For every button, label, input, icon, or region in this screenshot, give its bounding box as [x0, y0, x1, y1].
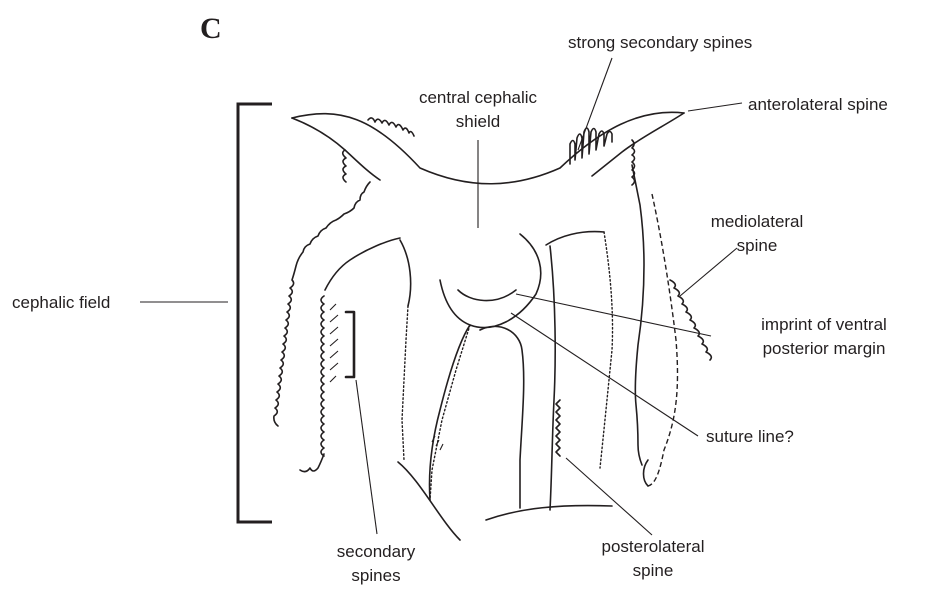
label-mediolateral-spine-line2: spine	[737, 236, 778, 255]
cephalic-field-bracket	[238, 104, 272, 522]
panel-letter: C	[200, 12, 222, 45]
label-anterolateral-spine: anterolateral spine	[748, 95, 888, 114]
label-central-cephalic-shield-line2: shield	[456, 112, 500, 131]
label-secondary-spines-line2: spines	[351, 566, 400, 585]
label-central-cephalic-shield-line1: central cephalic	[419, 88, 538, 107]
label-posterolateral-spine-line1: posterolateral	[601, 537, 704, 556]
label-suture-line: suture line?	[706, 427, 794, 446]
label-secondary-spines-line1: secondary	[337, 542, 416, 561]
label-mediolateral-spine-line1: mediolateral	[711, 212, 804, 231]
label-imprint-line1: imprint of ventral	[761, 315, 887, 334]
leader-lines	[140, 58, 742, 535]
label-strong-secondary-spines: strong secondary spines	[568, 33, 752, 52]
label-posterolateral-spine-line2: spine	[633, 561, 674, 580]
left-lateral-lobe	[274, 182, 411, 472]
label-imprint-line2: posterior margin	[763, 339, 886, 358]
secondary-spines-bracket	[346, 312, 354, 377]
right-lateral-lobe	[546, 165, 711, 510]
label-cephalic-field: cephalic field	[12, 293, 110, 312]
central-shield	[398, 234, 612, 540]
